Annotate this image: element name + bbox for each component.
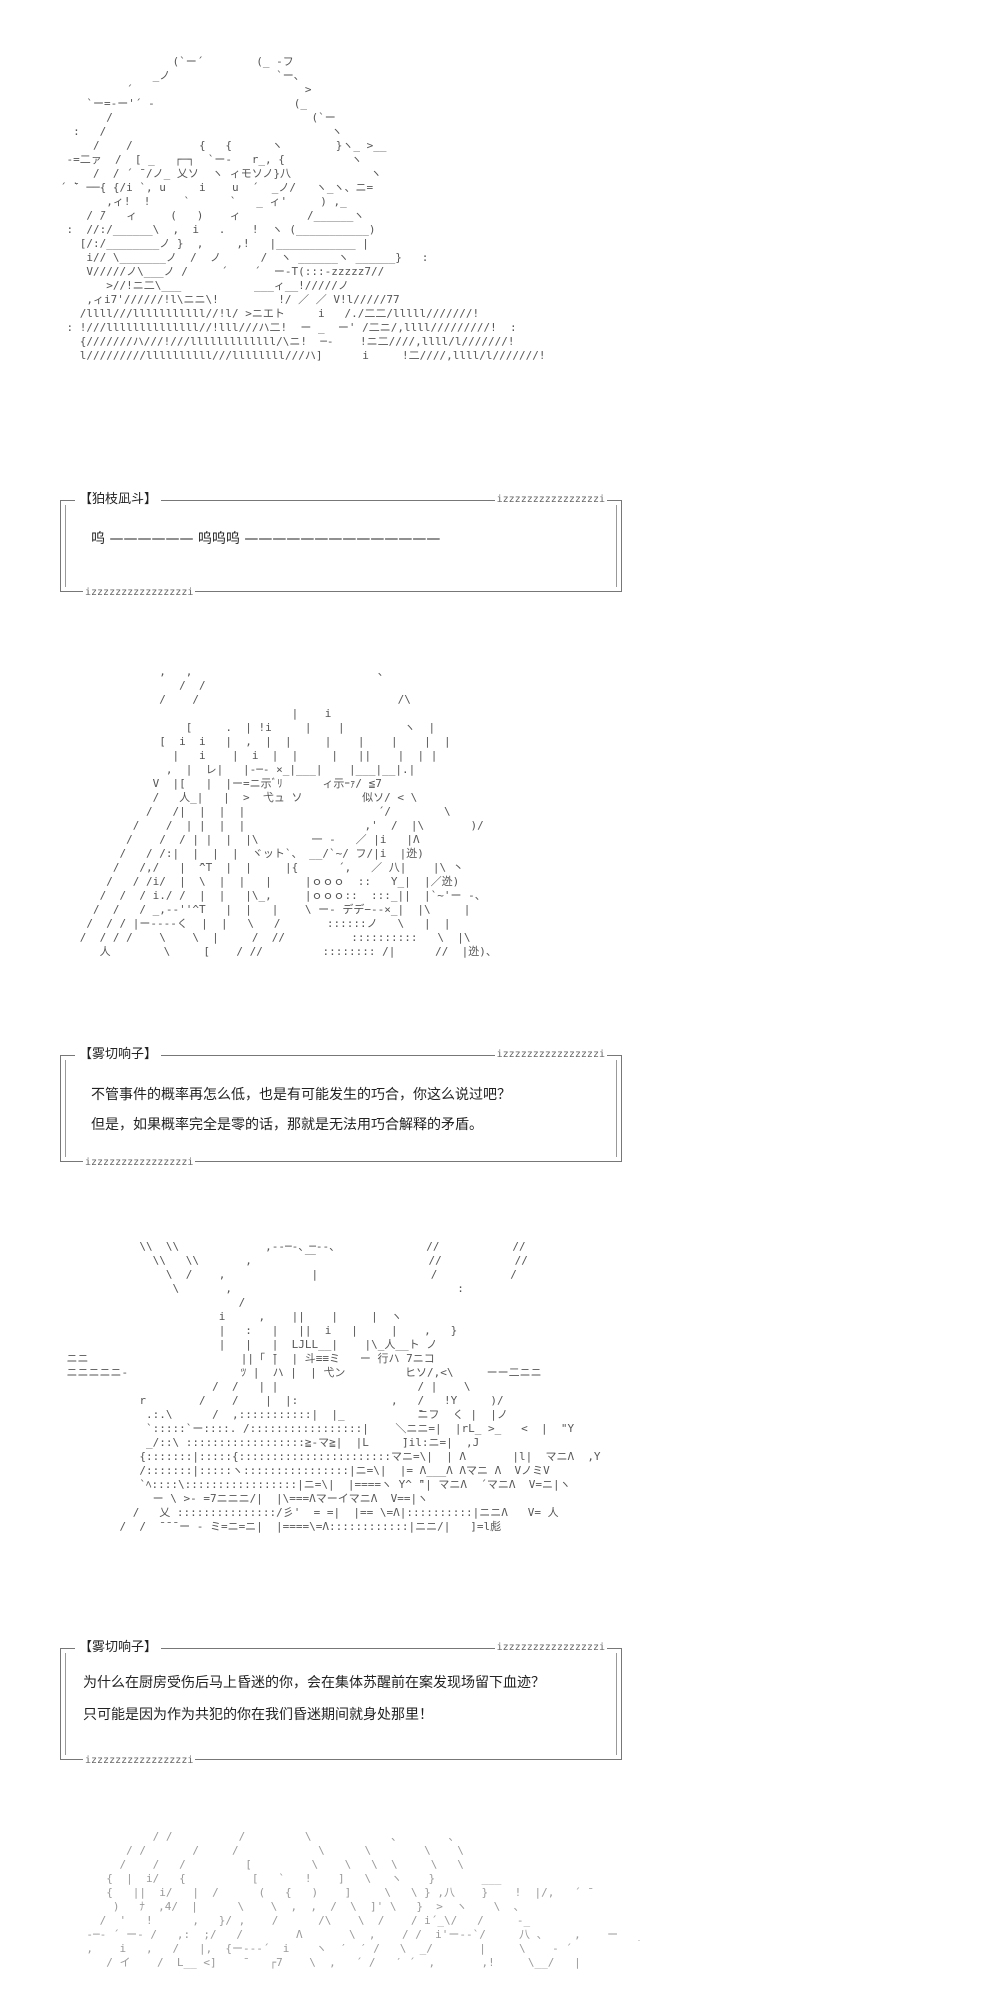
panel-3: \\ \\ ,‐‐─‐、─‐‐、 // // \\ \\ , ￣ // // \… [0, 1200, 640, 1780]
frame-tag-top: izzzzzzzzzzzzzzzzi [494, 1642, 607, 1653]
dialog-box-2: 【雾切响子】 izzzzzzzzzzzzzzzzi izzzzzzzzzzzzz… [60, 1047, 622, 1168]
frame-tag-bottom: izzzzzzzzzzzzzzzzi [83, 1755, 196, 1766]
frame-tag-top: izzzzzzzzzzzzzzzzi [494, 1049, 607, 1060]
dialog-lines: 呜 —————— 呜呜呜 —————————————— [91, 529, 601, 549]
frame-tag-bottom: izzzzzzzzzzzzzzzzi [83, 1157, 196, 1168]
ascii-art-kirigiri-1: , , 、 / / / / /\ | i [ . | !i [79, 665, 497, 958]
panel-2: , , 、 / / / / /\ | i [ . | !i [0, 600, 640, 1200]
ascii-art-komaeda: (`ー´ (_ -フ _ノ `ー、 ´ > `ー=-ー'´ ‐ (_ / (`ー… [59, 55, 546, 362]
dialog-lines: 为什么在厨房受伤后马上昏迷的你，会在集体苏醒前在案发现场留下血迹？ 只可能是因为… [83, 1667, 601, 1731]
panel-4: / / / \ 、 、 / / / / \ \ \ \ / / / [ \ \ … [0, 1780, 640, 2000]
frame-tag-top: izzzzzzzzzzzzzzzzi [494, 494, 607, 505]
dialog-box-3: 【雾切响子】 izzzzzzzzzzzzzzzzi izzzzzzzzzzzzz… [60, 1640, 622, 1766]
dialog-box-1: 【狛枝凪斗】 izzzzzzzzzzzzzzzzi izzzzzzzzzzzzz… [60, 492, 622, 598]
dialog-line: 但是，如果概率完全是零的话，那就是无法用巧合解释的矛盾。 [91, 1117, 483, 1133]
frame-tag-bottom: izzzzzzzzzzzzzzzzi [83, 587, 196, 598]
speaker-name: 【狛枝凪斗】 [75, 492, 162, 508]
dialog-line: 为什么在厨房受伤后马上昏迷的你，会在集体苏醒前在案发现场留下血迹？ [83, 1675, 545, 1691]
dialog-line: 不管事件的概率再怎么低，也是有可能发生的巧合，你这么说过吧？ [91, 1087, 511, 1103]
dialog-lines: 不管事件的概率再怎么低，也是有可能发生的巧合，你这么说过吧？ 但是，如果概率完全… [91, 1080, 601, 1140]
speaker-name: 【雾切响子】 [75, 1047, 162, 1063]
speaker-name: 【雾切响子】 [75, 1640, 162, 1656]
panel-1: (`ー´ (_ -フ _ノ `ー、 ´ > `ー=-ー'´ ‐ (_ / (`ー… [0, 0, 640, 600]
ascii-art-partial: / / / \ 、 、 / / / / \ \ \ \ / / / [ \ \ … [86, 1830, 640, 1969]
dialog-line: 呜 —————— 呜呜呜 —————————————— [91, 531, 441, 547]
dialog-line: 只可能是因为作为共犯的你在我们昏迷期间就身处那里！ [83, 1707, 433, 1723]
ascii-art-kirigiri-2: \\ \\ ,‐‐─‐、─‐‐、 // // \\ \\ , ￣ // // \… [66, 1240, 601, 1533]
